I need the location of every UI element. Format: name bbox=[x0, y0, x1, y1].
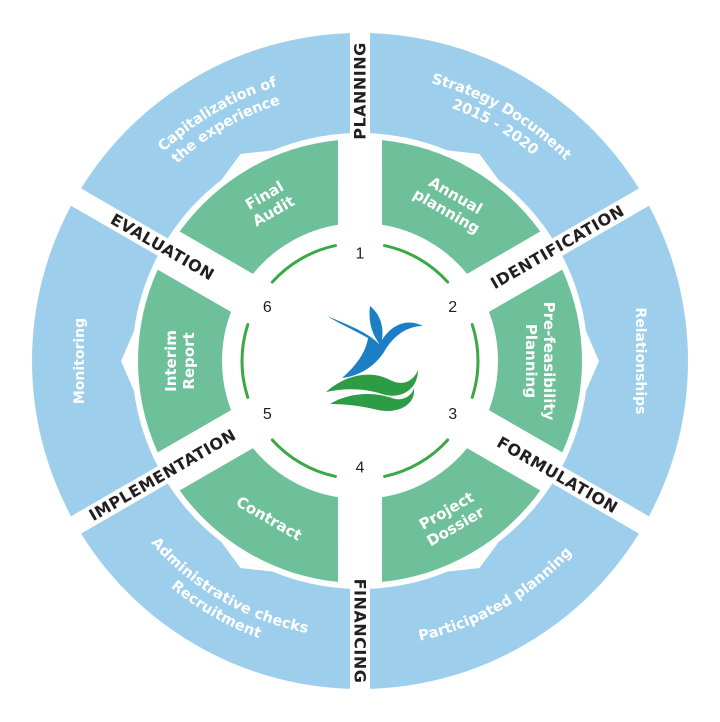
inner-segment-label: Pre-feasibility bbox=[540, 302, 558, 421]
step-number: 5 bbox=[263, 406, 272, 423]
outer-segment bbox=[81, 33, 350, 239]
inner-segment bbox=[381, 448, 541, 582]
outer-segment bbox=[370, 33, 639, 239]
step-number: 4 bbox=[356, 460, 365, 477]
outer-segment bbox=[32, 205, 158, 517]
dashed-arc bbox=[240, 323, 250, 399]
step-number: 2 bbox=[448, 299, 457, 316]
bird-wave-logo-icon bbox=[326, 306, 423, 412]
center-circle: 1 2 3 4 5 6 bbox=[240, 244, 480, 478]
step-number: 6 bbox=[263, 299, 272, 316]
logo-green-wave-2 bbox=[330, 388, 415, 412]
dashed-arc bbox=[270, 244, 337, 284]
dashed-arc bbox=[470, 323, 480, 399]
inner-segment-label: Report bbox=[180, 332, 198, 389]
outer-segment bbox=[370, 483, 639, 689]
inner-segment bbox=[137, 269, 232, 453]
dashed-arc bbox=[383, 244, 450, 284]
outer-segment-label: Relationships bbox=[632, 307, 648, 414]
inner-segment-label: Planning bbox=[522, 324, 540, 398]
outer-segment-label: Monitoring bbox=[72, 318, 88, 404]
dashed-arc bbox=[270, 438, 337, 478]
phase-label: PLANNING bbox=[351, 42, 370, 140]
inner-segment bbox=[488, 269, 583, 453]
logo-blue-shape bbox=[327, 306, 423, 378]
inner-segment bbox=[381, 140, 541, 274]
step-number: 1 bbox=[356, 246, 365, 263]
logo-green-wave-1 bbox=[326, 370, 418, 396]
inner-segment-label: Interim bbox=[162, 330, 180, 392]
phase-label: FINANCING bbox=[351, 579, 370, 684]
dashed-arc bbox=[383, 438, 450, 478]
outer-segment bbox=[81, 483, 350, 689]
outer-segment bbox=[562, 205, 688, 517]
inner-segment bbox=[179, 140, 339, 274]
step-number: 3 bbox=[448, 406, 457, 423]
inner-segment bbox=[179, 448, 339, 582]
